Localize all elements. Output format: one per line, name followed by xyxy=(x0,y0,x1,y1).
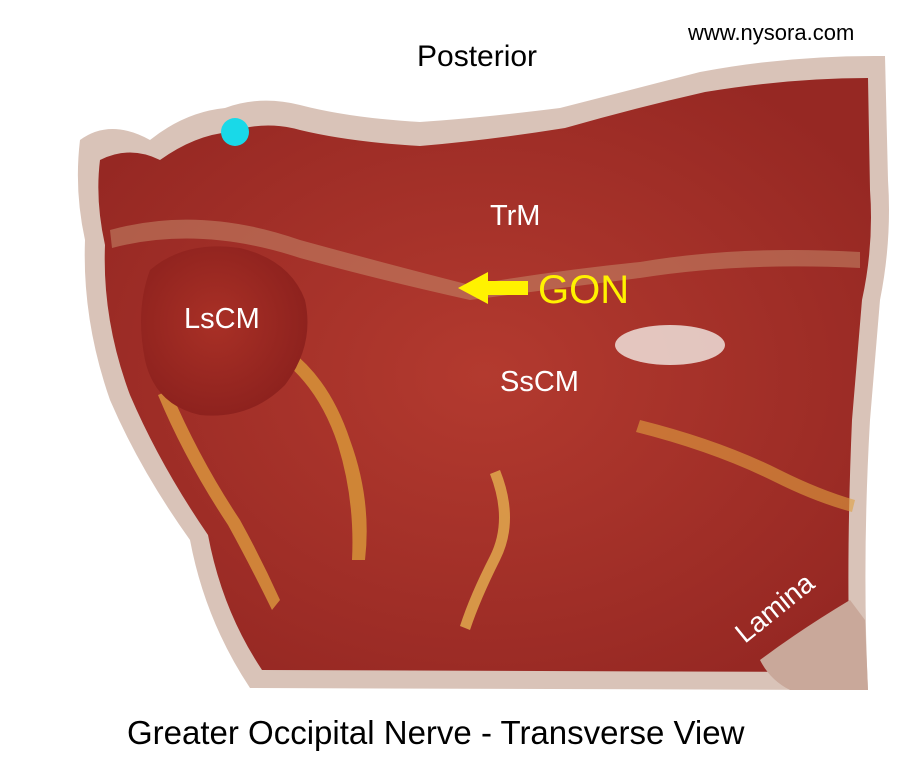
fat-streak-lower xyxy=(460,470,510,630)
lscm-muscle xyxy=(141,246,308,416)
muscle-mass xyxy=(98,78,872,672)
label-trm: TrM xyxy=(490,200,541,232)
label-lscm: LsCM xyxy=(184,303,260,335)
watermark-text: www.nysora.com xyxy=(688,20,855,45)
fat-streak-center xyxy=(282,350,367,560)
tendon-patch xyxy=(615,325,725,365)
label-gon: GON xyxy=(538,268,630,312)
figure-caption: Greater Occipital Nerve - Transverse Vie… xyxy=(127,714,745,751)
fat-streak-right xyxy=(636,420,855,512)
arrow-left-icon xyxy=(458,272,528,304)
fat-streak-left xyxy=(158,390,280,610)
label-sscm: SsCM xyxy=(500,366,579,398)
lamina-bone xyxy=(760,600,868,690)
orientation-label: Posterior xyxy=(417,40,538,73)
dot-marker-icon xyxy=(221,118,249,146)
fascia-band xyxy=(110,219,860,300)
